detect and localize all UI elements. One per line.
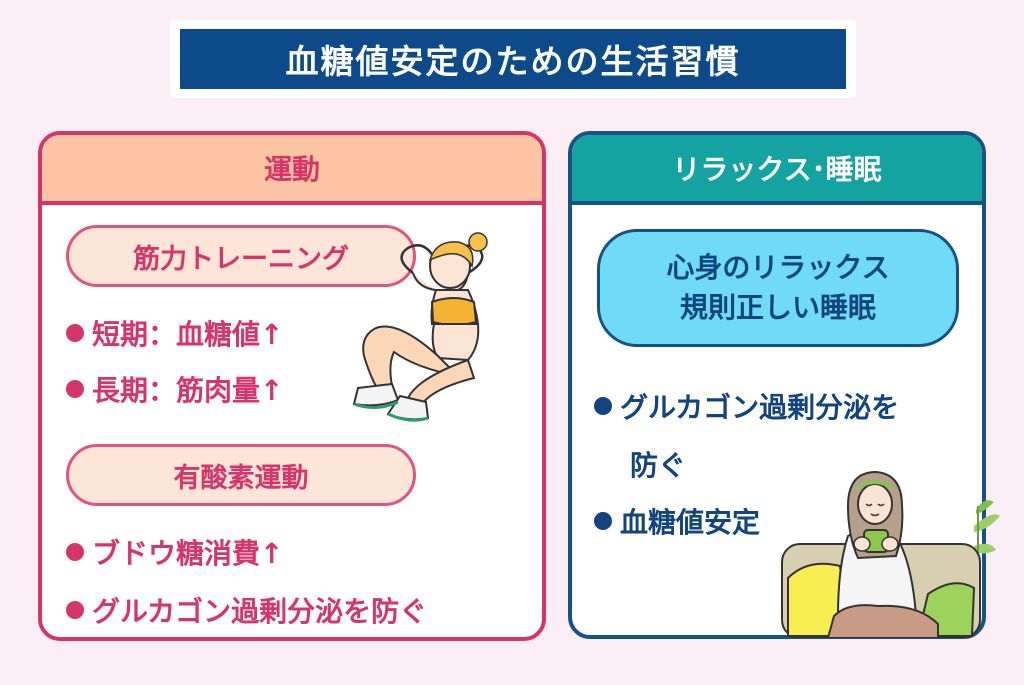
bullet-dot [66, 324, 84, 342]
aerobic-item-glucagon: グルカゴン過剰分泌を防ぐ [66, 590, 427, 630]
relax-sleep-header: リラックス･睡眠 [572, 135, 982, 205]
aerobic-item-glucose: ブドウ糖消費↑ [66, 532, 283, 572]
strength-item-short: 短期：血糖値↑ [66, 313, 283, 353]
woman-relaxing-tea-illustration [781, 470, 1000, 638]
strength-item-long: 長期：筋肉量↑ [66, 369, 283, 409]
bullet-dot [66, 601, 84, 619]
relax-sleep-pill: 心身のリラックス 規則正しい睡眠 [597, 229, 959, 347]
bullet-dot [594, 397, 612, 415]
relax-item-glucagon-text: グルカゴン過剰分泌を [620, 391, 900, 424]
exercise-header: 運動 [42, 135, 542, 205]
relax-item-glucagon-cont: 防ぐ [630, 449, 687, 482]
exercise-panel: 運動 [38, 131, 546, 641]
strength-item-short-text: 短期：血糖値↑ [92, 318, 284, 351]
aerobic-item-glucagon-text: グルカゴン過剰分泌を防ぐ [92, 595, 428, 628]
relax-pill-line2: 規則正しい睡眠 [679, 291, 876, 324]
aerobic-exercise-pill: 有酸素運動 [66, 444, 416, 506]
relax-item-stable: 血糖値安定 [594, 501, 760, 541]
bullet-dot [66, 543, 84, 561]
woman-situp-illustration [352, 232, 488, 422]
strength-training-pill: 筋力トレーニング [66, 225, 416, 287]
strength-item-long-text: 長期：筋肉量↑ [92, 374, 284, 407]
bullet-dot [594, 512, 612, 530]
aerobic-item-glucose-text: ブドウ糖消費↑ [92, 537, 284, 570]
relax-item-stable-text: 血糖値安定 [620, 506, 761, 539]
relax-pill-line1: 心身のリラックス [666, 251, 890, 284]
page-title: 血糖値安定のための生活習慣 [180, 29, 846, 89]
relax-item-glucagon: グルカゴン過剰分泌を [594, 386, 899, 426]
bullet-dot [66, 380, 84, 398]
